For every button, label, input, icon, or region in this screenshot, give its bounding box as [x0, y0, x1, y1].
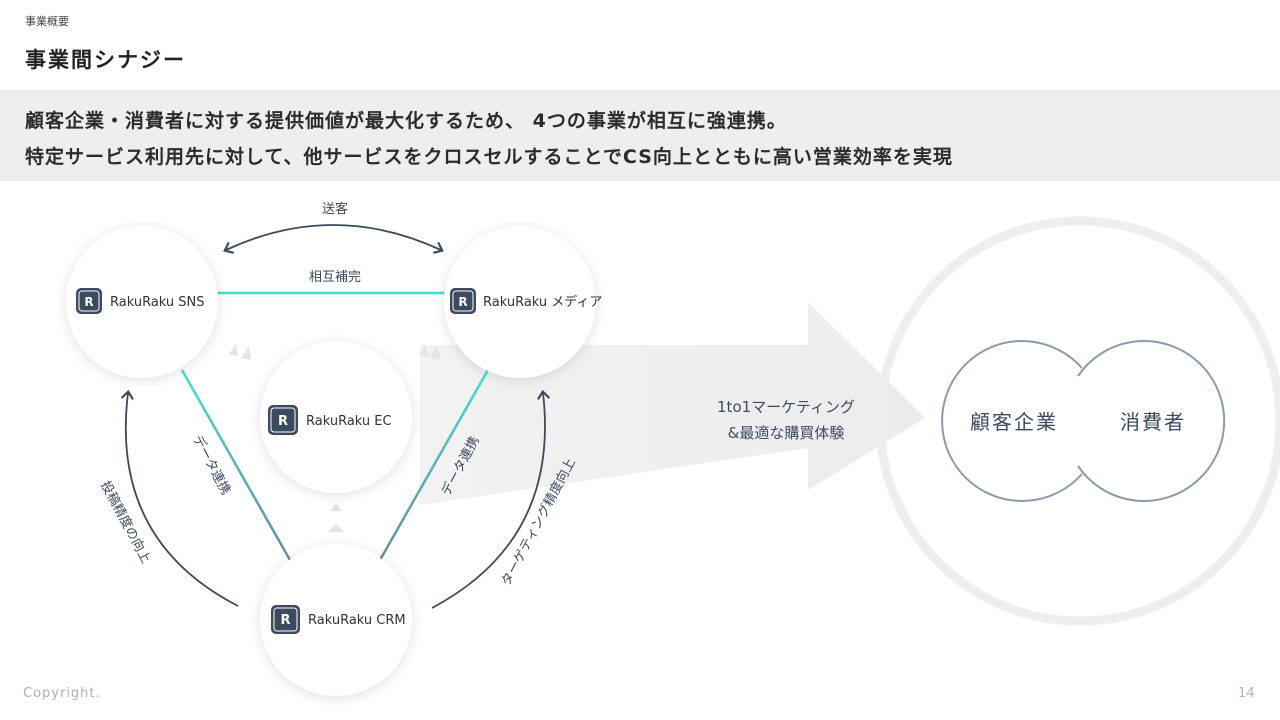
logo-icon-media: R [450, 288, 476, 314]
logo-icon-sns: R [76, 288, 102, 314]
node-circle-media [444, 226, 596, 378]
svg-text:R: R [280, 613, 290, 628]
targeting-arc [431, 389, 551, 609]
node-label-media: RakuRaku メディア [483, 294, 602, 310]
edge-label-data-left: データ連携 [189, 433, 234, 498]
copyright-text: Copyright. [23, 686, 101, 701]
node-circle-ec [260, 341, 412, 493]
page-number: 14 [1238, 686, 1255, 701]
venn-circle-company [941, 340, 1083, 502]
venn-circle-consumer [1077, 340, 1226, 502]
summary-banner: 顧客企業・消費者に対する提供価値が最大化するため、 4つの事業が相互に強連携。 … [0, 90, 1280, 181]
center-text-line-2: &最適な購買体験 [728, 424, 845, 442]
data-link-line-left [180, 369, 292, 561]
svg-text:R: R [84, 295, 93, 309]
section-label: 事業概要 [25, 15, 69, 28]
edge-label-post-accuracy: 投稿精度の向上 [97, 478, 154, 566]
logo-icon-crm: R [271, 605, 300, 634]
slide-title: 事業間シナジー [25, 48, 186, 72]
target-label-company: 顧客企業 [970, 410, 1058, 434]
data-link-line-right [378, 369, 490, 561]
node-label-sns: RakuRaku SNS [110, 295, 205, 310]
send-arc [223, 224, 444, 254]
chevron-icons [229, 344, 441, 532]
banner-line-1: 顧客企業・消費者に対する提供価値が最大化するため、 4つの事業が相互に強連携。 [25, 110, 787, 132]
target-outer-ring [875, 216, 1280, 626]
banner-line-2: 特定サービス利用先に対して、他サービスをクロスセルすることでCS向上とともに高い… [25, 146, 953, 168]
logo-icon-ec: R [268, 405, 298, 435]
svg-text:R: R [278, 414, 288, 429]
node-circle-crm [260, 544, 412, 696]
node-circle-sns [66, 226, 218, 378]
edge-label-send: 送客 [322, 201, 348, 217]
svg-text:R: R [458, 295, 467, 309]
center-text-line-1: 1to1マーケティング [717, 398, 855, 416]
post-accuracy-arc [120, 389, 239, 607]
node-label-ec: RakuRaku EC [306, 414, 392, 429]
edge-label-mutual: 相互補完 [309, 270, 361, 285]
node-label-crm: RakuRaku CRM [308, 613, 406, 628]
target-label-consumer: 消費者 [1120, 410, 1186, 434]
